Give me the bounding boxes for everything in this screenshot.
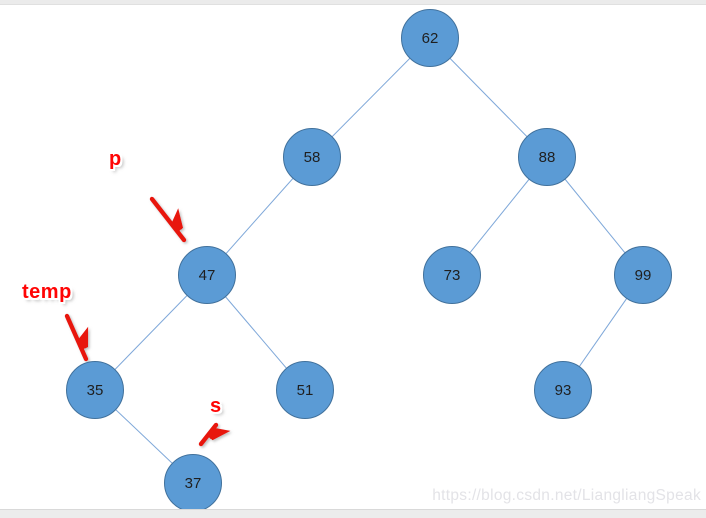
tree-node-99: 99: [614, 246, 672, 304]
pointer-label-p: p: [109, 148, 122, 170]
node-value: 88: [538, 148, 556, 166]
tree-node-58: 58: [283, 128, 341, 186]
tree-node-51: 51: [276, 361, 334, 419]
node-value: 35: [86, 381, 104, 399]
node-value: 62: [421, 29, 439, 47]
pointer-label-temp: temp: [22, 281, 72, 303]
node-value: 58: [303, 148, 321, 166]
node-value: 99: [634, 266, 652, 284]
node-value: 51: [296, 381, 314, 399]
pointer-arrow-temp: [64, 313, 89, 362]
watermark-url: https://blog.csdn.net/LiangliangSpeak: [432, 487, 701, 504]
pointer-arrow-p: [149, 196, 184, 243]
pointer-label-s: s: [210, 395, 222, 417]
tree-node-62: 62: [401, 9, 459, 67]
pointer-arrows: [64, 196, 216, 444]
tree-node-73: 73: [423, 246, 481, 304]
node-value: 93: [554, 381, 572, 399]
tree-node-47: 47: [178, 246, 236, 304]
tree-node-93: 93: [534, 361, 592, 419]
tree-node-37: 37: [164, 454, 222, 512]
node-value: 37: [184, 474, 202, 492]
pointer-arrow-s: [198, 425, 216, 444]
node-value: 73: [443, 266, 461, 284]
node-value: 47: [198, 266, 216, 284]
tree-node-88: 88: [518, 128, 576, 186]
tree-node-35: 35: [66, 361, 124, 419]
top-window-strip: [0, 0, 706, 5]
bottom-window-strip: [0, 509, 706, 518]
